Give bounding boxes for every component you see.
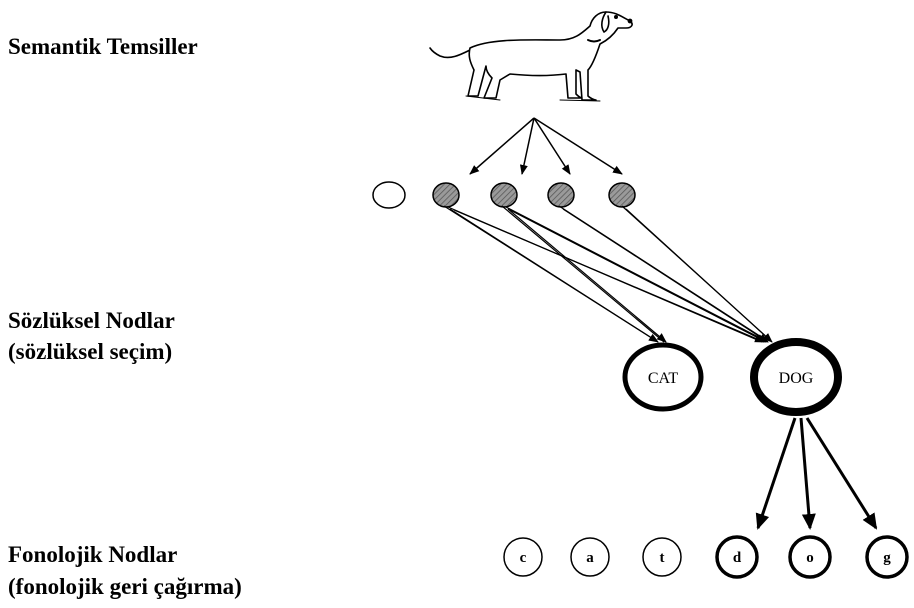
phoneme-node-c: c — [503, 537, 543, 577]
lexical-node-dog: DOG — [750, 338, 842, 416]
semantic-node-active — [432, 182, 460, 208]
label-lexical-nodes: Sözlüksel Nodlar — [8, 308, 175, 333]
phoneme-o: o — [806, 550, 814, 566]
phoneme-arrows — [755, 417, 878, 530]
lexical-word-cat: CAT — [648, 370, 678, 387]
dog-illustration — [429, 11, 633, 102]
phoneme-a: a — [586, 550, 594, 566]
lexical-arrows — [443, 205, 773, 343]
phoneme-node-a: a — [570, 537, 610, 577]
phoneme-node-o: o — [788, 535, 832, 579]
phoneme-node-d: d — [715, 535, 759, 579]
semantic-arrows — [469, 117, 623, 175]
label-lexical-selection: (sözlüksel seçim) — [8, 339, 173, 364]
label-semantic-representations: Semantik Temsiller — [8, 34, 198, 59]
label-phonological-retrieval: (fonolojik geri çağırma) — [8, 574, 242, 599]
phoneme-g: g — [883, 550, 891, 566]
semantic-node-active — [490, 182, 518, 208]
phoneme-nodes: c a t d o g — [503, 535, 909, 579]
semantic-node-active — [547, 182, 575, 208]
phoneme-c: c — [520, 550, 527, 566]
phoneme-node-g: g — [865, 535, 909, 579]
phoneme-node-t: t — [642, 537, 682, 577]
lexical-node-cat: CAT — [622, 342, 704, 412]
lexical-word-dog: DOG — [779, 370, 814, 387]
phoneme-t: t — [660, 550, 665, 566]
semantic-node-inactive — [372, 181, 406, 209]
semantic-node-active — [608, 182, 636, 208]
phoneme-d: d — [733, 550, 742, 566]
semantic-nodes — [372, 181, 636, 209]
label-phonological-nodes: Fonolojik Nodlar — [8, 542, 178, 567]
